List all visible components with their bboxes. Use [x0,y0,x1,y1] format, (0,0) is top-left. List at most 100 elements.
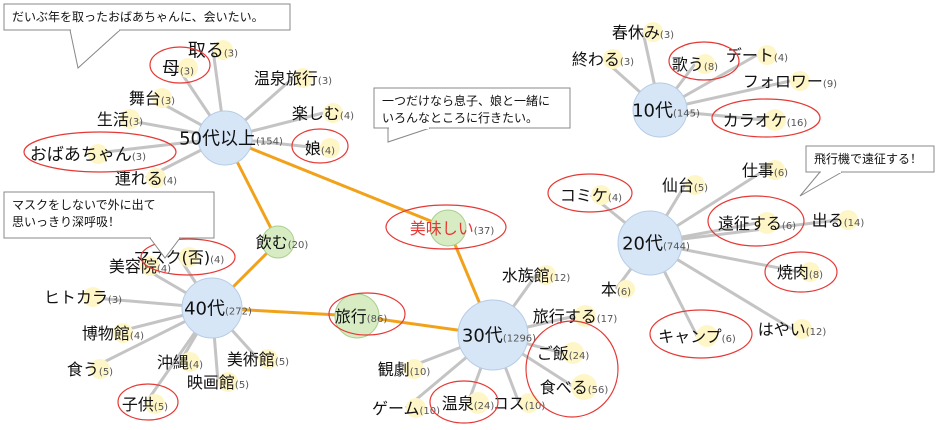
hub-circle [457,299,529,371]
word-circle [790,71,810,91]
word-label: 旅行する(17) [533,307,618,326]
word-label: ゲーム(10) [372,399,440,418]
word-label: ヒトカラ(3) [44,288,122,307]
shared-node-s_drink: 飲む(20) [256,225,308,259]
hub-node-h20: 20代(744) [617,210,690,276]
word-circle [685,175,705,195]
hub-circle [181,277,243,339]
word-circle [757,45,777,65]
word-label: 映画館(5) [187,373,249,392]
shared-circle [429,209,467,247]
word-label: 連れる(4) [115,169,177,188]
word-node-w12: 歌う(8) [672,54,718,74]
word-node-w33: はやい(12) [758,319,827,339]
word-node-w28: 遠征する(6) [718,212,796,234]
word-node-w7: 娘(4) [305,138,340,158]
callout-tail [69,29,122,69]
highlight-ring [764,251,838,293]
word-circle [643,22,663,42]
word-node-w10: 春休み(3) [612,22,674,42]
word-circle [120,109,140,129]
shared-label: 美味しい(37) [410,219,495,238]
word-node-w6: 生活(3) [97,109,143,129]
word-label: おばあちゃん(3) [30,145,146,165]
highlight-ring [328,292,406,336]
highlight-ring [149,46,211,84]
callout-text: 飛行機で遠征する！ [814,151,922,166]
word-node-w20: 食う(5) [67,359,113,379]
highlight-ring [385,204,507,250]
word-node-w14: フォロワー(9) [743,71,837,91]
word-node-w3: 温泉旅行(3) [254,68,332,88]
callout-text: だいぶ年を取ったおばあちゃんに、会いたい。 [12,10,264,24]
word-node-w17: 美容院(4) [109,256,171,276]
word-circle [179,247,199,267]
highlight-ring [711,98,821,138]
word-circle [88,144,108,164]
word-circle [562,342,584,364]
word-label: 食べる(56) [540,378,609,397]
word-node-w18: ヒトカラ(3) [44,287,122,307]
callout-text: 思いっきり深呼吸！ [12,215,120,229]
callout-box [3,191,215,239]
word-circle [695,54,715,74]
word-circle [145,394,165,414]
word-node-w36: ご飯(24) [537,342,589,364]
word-label: 観劇(10) [378,360,431,379]
word-circle [90,359,110,379]
word-node-w22: 美術館(5) [227,349,289,369]
word-circle [213,40,233,60]
word-circle [838,210,858,230]
word-node-w38: 食べる(56) [540,374,609,400]
word-node-w40: 温泉(24) [442,392,494,414]
word-circle [180,352,200,372]
word-node-w4: 舞台(3) [129,88,175,108]
hub-circle [197,110,253,166]
word-circle [140,256,160,276]
callout-c1: だいぶ年を取ったおばあちゃんに、会いたい。 [3,3,291,69]
word-label: 本(6) [601,280,631,299]
word-label: 歌う(8) [672,55,718,74]
word-node-w2: 母(3) [162,58,198,79]
word-label: 水族館(12) [502,266,571,285]
hub-node-h10: 10代(145) [632,82,700,138]
highlight-ring [429,380,499,424]
callout-box [805,145,935,173]
highlight-ring [525,320,619,418]
word-node-w11: 終わる(3) [572,49,634,69]
highlight-ring [649,309,753,359]
word-circle [406,398,426,418]
word-circle [178,58,198,78]
hub-label: 30代(1296) [462,325,536,346]
word-node-w19: 博物館(4) [82,323,144,343]
highlight-ring [117,383,179,421]
word-circle [800,262,820,282]
word-node-w13: デート(4) [726,45,788,65]
word-label: 春休み(3) [612,23,674,42]
callout-c4: 飛行機で遠征する！ [799,145,935,197]
word-circle [113,323,133,343]
word-circle [792,319,812,339]
word-circle [756,212,778,234]
shared-label: 旅行(86) [335,307,388,326]
shared-circle [261,225,295,259]
word-node-w26: 仙台(5) [662,175,708,195]
highlight-ring [668,41,740,81]
word-node-w35: 旅行する(17) [533,305,618,327]
hub-label: 50代以上(154) [179,128,283,149]
highlight-ring [291,128,349,164]
word-node-w9: 連れる(4) [115,168,177,188]
word-circle [323,103,343,123]
word-label: 沖縄(4) [157,353,203,372]
callout-box [3,3,291,31]
word-node-w24: 子供(5) [122,394,168,414]
word-node-w1: 取る(3) [188,40,238,61]
word-circle [146,168,166,188]
word-label: はやい(12) [758,320,827,339]
callout-box [373,87,571,129]
callout-tail [387,127,431,143]
shared-node-s_trip: 旅行(86) [334,293,388,339]
